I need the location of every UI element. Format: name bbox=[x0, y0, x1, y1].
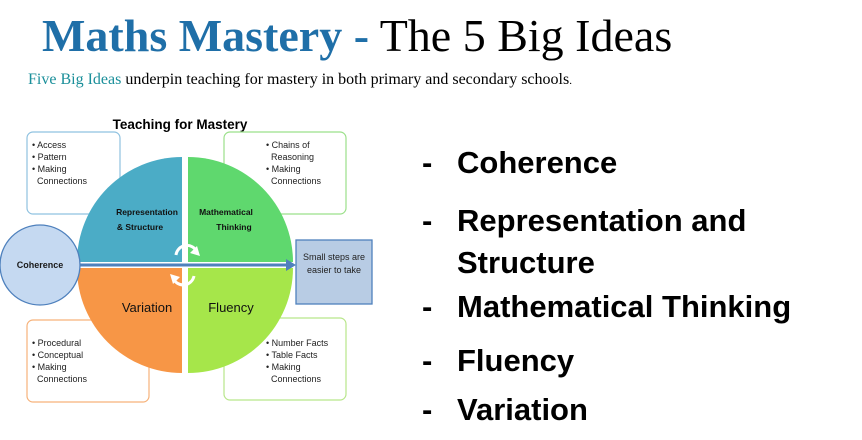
box-bottom-right-line-1: • Number Facts bbox=[266, 338, 329, 348]
box-top-left-line-4: Connections bbox=[32, 176, 88, 186]
quadrant-representation bbox=[77, 157, 182, 262]
box-top-left-line-3: • Making bbox=[32, 164, 67, 174]
box-top-left bbox=[26, 131, 121, 215]
box-top-left-line-2: • Pattern bbox=[32, 152, 67, 162]
label-thinking-1: Mathematical bbox=[199, 207, 253, 217]
diagram-heading: Teaching for Mastery bbox=[113, 117, 248, 132]
box-top-right-line-3: • Making bbox=[266, 164, 301, 174]
bullet-dash: - bbox=[422, 145, 433, 180]
small-steps-line-2: easier to take bbox=[307, 265, 361, 275]
box-bottom-left-line-4: Connections bbox=[32, 374, 88, 384]
box-top-left-line-1: • Access bbox=[32, 140, 67, 150]
small-steps-line-1: Small steps are bbox=[303, 252, 365, 262]
idea-fluency: Fluency bbox=[457, 343, 575, 378]
page-title: Maths Mastery - The 5 Big Ideas bbox=[42, 6, 672, 66]
quadrant-thinking bbox=[188, 157, 293, 262]
label-fluency: Fluency bbox=[208, 300, 254, 315]
label-variation: Variation bbox=[122, 300, 172, 315]
bullet-dash: - bbox=[422, 343, 433, 378]
box-bottom-right-line-4: Connections bbox=[266, 374, 322, 384]
bullet-dash: - bbox=[422, 289, 433, 324]
box-top-right-line-4: Connections bbox=[266, 176, 322, 186]
coherence-label: Coherence bbox=[17, 260, 64, 270]
box-bottom-right-line-2: • Table Facts bbox=[266, 350, 318, 360]
label-representation-2: & Structure bbox=[117, 222, 164, 232]
idea-variation: Variation bbox=[457, 392, 588, 427]
label-thinking-2: Thinking bbox=[216, 222, 251, 232]
label-representation-1: Representation bbox=[116, 207, 178, 217]
bullet-dash: - bbox=[422, 203, 433, 238]
subtitle-text: underpin teaching for mastery in both pr… bbox=[121, 71, 570, 88]
idea-representation-line-1: Representation and bbox=[457, 203, 747, 238]
box-bottom-left-line-3: • Making bbox=[32, 362, 67, 372]
small-steps-box bbox=[295, 239, 373, 305]
box-bottom-right-line-3: • Making bbox=[266, 362, 301, 372]
title-accent: Maths Mastery - bbox=[42, 10, 370, 61]
arrow-head bbox=[286, 259, 296, 271]
idea-representation-line-2: Structure bbox=[457, 245, 595, 280]
subtitle-end: . bbox=[569, 75, 572, 87]
title-rest: The 5 Big Ideas bbox=[379, 10, 673, 61]
quadrant-fluency bbox=[188, 268, 293, 373]
box-top-right-line-1: • Chains of bbox=[266, 140, 310, 150]
box-top-right-line-2: Reasoning bbox=[266, 152, 314, 162]
subtitle: Five Big Ideas underpin teaching for mas… bbox=[28, 70, 572, 91]
idea-coherence: Coherence bbox=[457, 145, 618, 180]
box-bottom-left-line-2: • Conceptual bbox=[32, 350, 83, 360]
bullet-dash: - bbox=[422, 392, 433, 427]
teaching-for-mastery-diagram: Teaching for Mastery • Access • Pattern … bbox=[0, 117, 373, 403]
idea-mathematical-thinking: Mathematical Thinking bbox=[457, 289, 792, 324]
quadrant-variation bbox=[77, 268, 182, 373]
box-bottom-left-line-1: • Procedural bbox=[32, 338, 81, 348]
subtitle-highlight: Five Big Ideas bbox=[28, 71, 122, 88]
